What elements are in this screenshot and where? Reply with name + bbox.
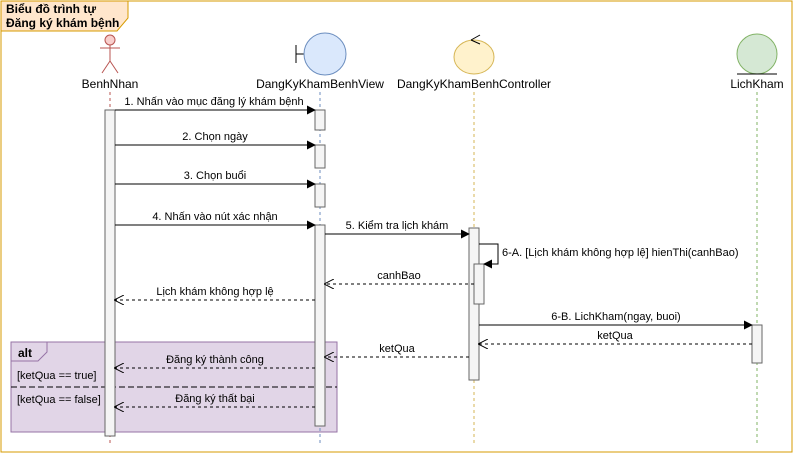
- message-3-label: 3. Chọn buổi: [184, 170, 246, 182]
- participant-controller: DangKyKhamBenhController: [397, 77, 551, 91]
- entity-icon: [736, 33, 778, 75]
- activation-view-1: [314, 109, 326, 131]
- return-canhbao-label: canhBao: [377, 270, 420, 282]
- activation-controller-self: [473, 263, 485, 305]
- message-6a-arrow: [479, 243, 499, 269]
- frame-title-line1: Biểu đồ trình tự: [6, 2, 96, 16]
- message-6a-label: 6-A. [Lịch khám không hợp lệ] hienThi(ca…: [502, 247, 739, 259]
- boundary-icon: [295, 32, 347, 76]
- return-invalid-label: Lịch khám không hợp lệ: [156, 286, 273, 298]
- activation-view-2: [314, 144, 326, 169]
- message-1-label: 1. Nhấn vào mục đăng lý khám bệnh: [124, 96, 303, 108]
- alt-label: alt: [18, 346, 32, 360]
- alt-guard-true: [ketQua == true]: [17, 370, 97, 382]
- return-success-label: Đăng ký thành công: [166, 354, 264, 366]
- activation-benhnhan: [104, 109, 116, 437]
- message-2-label: 2. Chọn ngày: [182, 131, 248, 143]
- alt-label-tab: [10, 341, 48, 362]
- participant-lichkham: LichKham: [730, 77, 783, 91]
- actor-icon: [100, 34, 120, 74]
- frame-title-line2: Đăng ký khám bệnh: [6, 16, 119, 30]
- activation-view-4: [314, 224, 326, 427]
- control-icon: [453, 34, 495, 75]
- participant-view: DangKyKhamBenhView: [256, 77, 384, 91]
- message-6b-label: 6-B. LichKham(ngay, buoi): [551, 311, 680, 323]
- participant-benhnhan: BenhNhan: [82, 77, 139, 91]
- return-fail-label: Đăng ký thất bại: [175, 393, 255, 405]
- return-ketqua-ctrl-label: ketQua: [379, 343, 415, 355]
- frame-title-tab: [0, 0, 129, 32]
- activation-view-3: [314, 183, 326, 208]
- message-5-label: 5. Kiểm tra lịch khám: [346, 220, 449, 232]
- activation-lichkham: [751, 324, 763, 364]
- message-4-label: 4. Nhấn vào nút xác nhận: [152, 211, 277, 223]
- alt-guard-false: [ketQua == false]: [17, 394, 101, 406]
- return-ketqua-entity-label: ketQua: [597, 330, 633, 342]
